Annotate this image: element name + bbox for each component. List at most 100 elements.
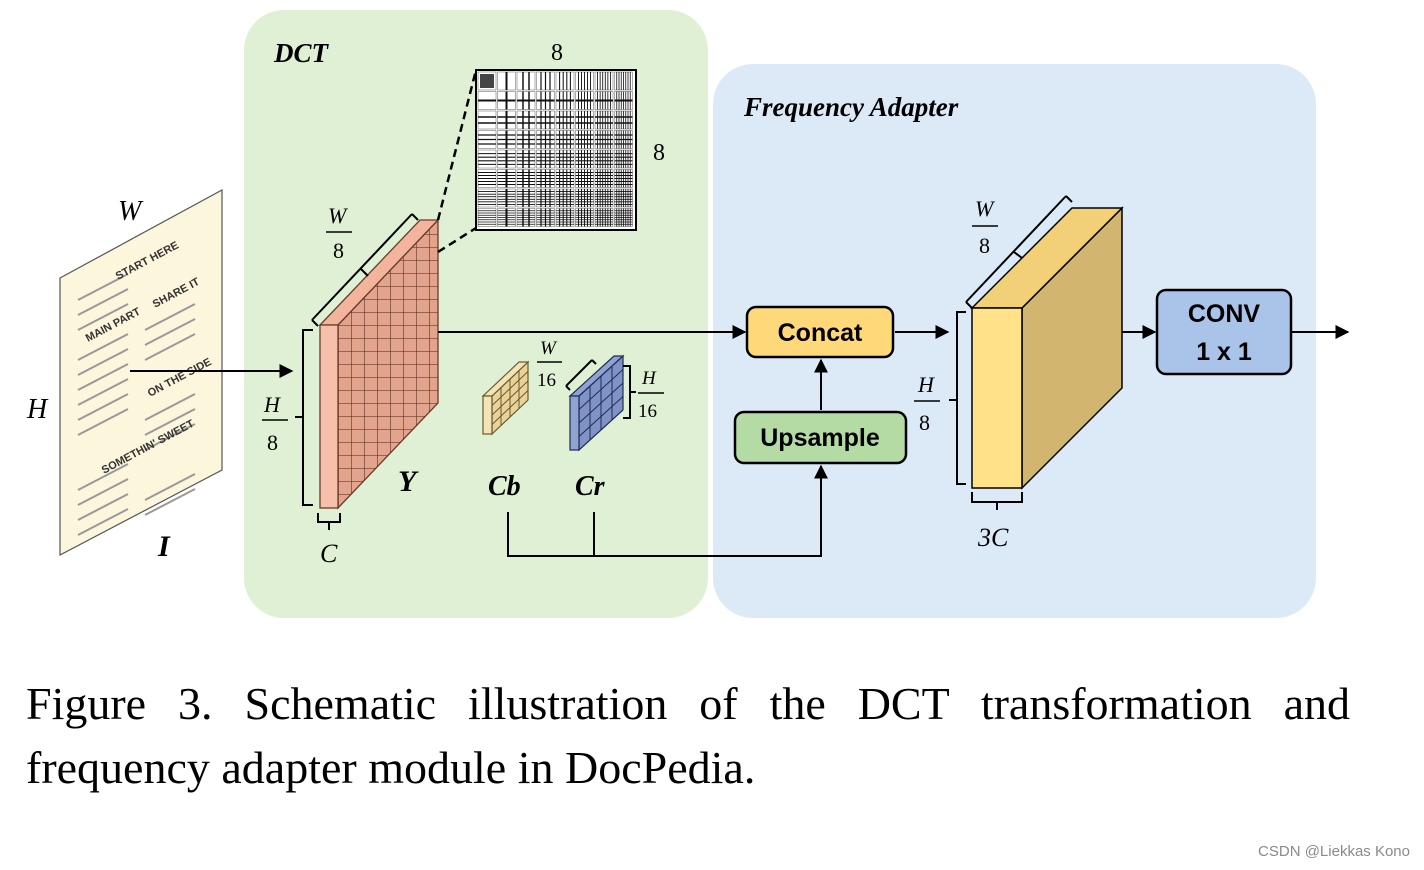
dct-basis-cell xyxy=(516,130,536,149)
y-depth-label: C xyxy=(320,539,338,568)
conv-label-line1: CONV xyxy=(1188,300,1261,328)
dct-basis-cell xyxy=(536,149,555,169)
y-width-numerator: W xyxy=(328,203,348,228)
tensor-grid-line xyxy=(578,382,624,424)
dct-basis-cell xyxy=(575,169,594,188)
doc-text-line xyxy=(77,393,129,421)
dct-basis-cell xyxy=(536,208,555,227)
y-height-denominator: 8 xyxy=(267,430,278,455)
output-height-brace xyxy=(949,311,966,485)
dct-basis-cell xyxy=(575,130,594,149)
figure-caption: Figure 3. Schematic illustration of the … xyxy=(26,678,1350,793)
tensor-front xyxy=(482,395,493,435)
diagram-canvas: DCT Frequency Adapter START HERE SHARE I… xyxy=(26,10,1350,618)
input-width-label: W xyxy=(118,196,144,227)
y-width-brace xyxy=(311,213,419,327)
output-width-brace xyxy=(965,195,1073,309)
dct-basis-cell xyxy=(536,169,555,188)
chroma-width-brace xyxy=(565,359,597,391)
dct-basis-cell xyxy=(477,149,497,169)
input-symbol: I xyxy=(157,530,171,563)
dct-basis-cell xyxy=(594,188,614,208)
dct-basis-cell xyxy=(614,149,633,169)
doc-text-line xyxy=(77,408,129,436)
doc-text-line xyxy=(77,508,129,536)
doc-text-line xyxy=(77,333,129,361)
dct-basis-cell xyxy=(555,130,575,149)
dct-basis-cell xyxy=(614,91,633,110)
dct-basis-cell xyxy=(536,110,555,130)
dct-basis-cell xyxy=(477,169,497,188)
doc-text-line xyxy=(144,333,196,361)
dct-basis-grid xyxy=(477,71,633,227)
dct-basis-cell xyxy=(497,130,516,149)
dct-basis-cell xyxy=(555,91,575,110)
output-width-numerator: W xyxy=(975,196,995,221)
chroma-height-denominator: 16 xyxy=(638,401,657,422)
chroma-width-denominator: 16 xyxy=(537,370,556,391)
upsample-label: Upsample xyxy=(760,424,880,452)
dct-basis-side-label: 8 xyxy=(653,140,665,166)
dct-basis-cell xyxy=(477,71,497,91)
dct-basis-cell xyxy=(536,130,555,149)
output-height-denominator: 8 xyxy=(919,410,930,435)
dct-basis-cell xyxy=(497,149,516,169)
doc-text-line xyxy=(144,318,196,346)
dct-basis-cell xyxy=(575,149,594,169)
chroma-height-numerator: H xyxy=(641,368,657,389)
dct-basis-cell xyxy=(614,130,633,149)
dct-basis-cell xyxy=(575,71,594,91)
doc-text-line xyxy=(144,488,196,516)
dct-basis-cell xyxy=(594,208,614,227)
tensor-front xyxy=(569,395,580,451)
dct-basis-cell xyxy=(497,71,516,91)
dct-basis-cell xyxy=(497,91,516,110)
dct-basis-cell xyxy=(516,149,536,169)
dct-basis-cell xyxy=(614,110,633,130)
cb-tensor xyxy=(481,360,530,436)
tensor-grid-line xyxy=(578,396,624,437)
dct-basis-cell xyxy=(477,208,497,227)
output-height-numerator: H xyxy=(917,372,935,397)
upsample-block[interactable]: Upsample xyxy=(733,410,908,465)
dct-basis-cell xyxy=(477,188,497,208)
dct-basis-cell xyxy=(477,110,497,130)
input-document: START HERE SHARE IT MAIN PART ON THE SID… xyxy=(59,188,223,556)
dct-basis-cell xyxy=(555,110,575,130)
doc-text-line xyxy=(144,393,196,421)
dct-basis-cell xyxy=(516,91,536,110)
dct-basis-cell xyxy=(555,208,575,227)
input-height-label: H xyxy=(26,394,49,425)
dct-basis-cell xyxy=(555,71,575,91)
concat-block[interactable]: Concat xyxy=(745,305,895,359)
dct-basis-cell xyxy=(614,71,633,91)
dct-section-title: DCT xyxy=(273,38,330,68)
dct-basis-cell xyxy=(555,169,575,188)
y-height-brace xyxy=(295,329,313,506)
dct-basis-cell xyxy=(477,91,497,110)
chroma-height-brace xyxy=(623,365,636,419)
concat-label: Concat xyxy=(778,319,863,347)
output-width-denominator: 8 xyxy=(979,233,990,258)
doc-text-line xyxy=(144,303,196,331)
conv-block[interactable]: CONV 1 x 1 xyxy=(1155,288,1293,376)
dct-basis-cell xyxy=(575,188,594,208)
chroma-width-numerator: W xyxy=(540,338,558,359)
cb-symbol: Cb xyxy=(488,471,521,502)
dct-basis-cell xyxy=(497,188,516,208)
watermark: CSDN @Liekkas Kono xyxy=(1258,843,1410,860)
dct-basis-cell xyxy=(497,169,516,188)
doc-text-line xyxy=(144,423,196,451)
adapter-section-title: Frequency Adapter xyxy=(743,92,959,122)
doc-text-line xyxy=(77,273,129,301)
doc-text-line xyxy=(77,363,129,391)
dct-basis-cell xyxy=(614,169,633,188)
dct-basis-cell xyxy=(516,110,536,130)
doc-text-line xyxy=(77,493,129,521)
y-width-denominator: 8 xyxy=(333,238,344,263)
conv-label-line2: 1 x 1 xyxy=(1196,338,1252,366)
dct-basis-cell xyxy=(516,208,536,227)
dct-basis-cell xyxy=(477,130,497,149)
dct-basis-cell xyxy=(516,169,536,188)
dct-basis-cell xyxy=(594,149,614,169)
